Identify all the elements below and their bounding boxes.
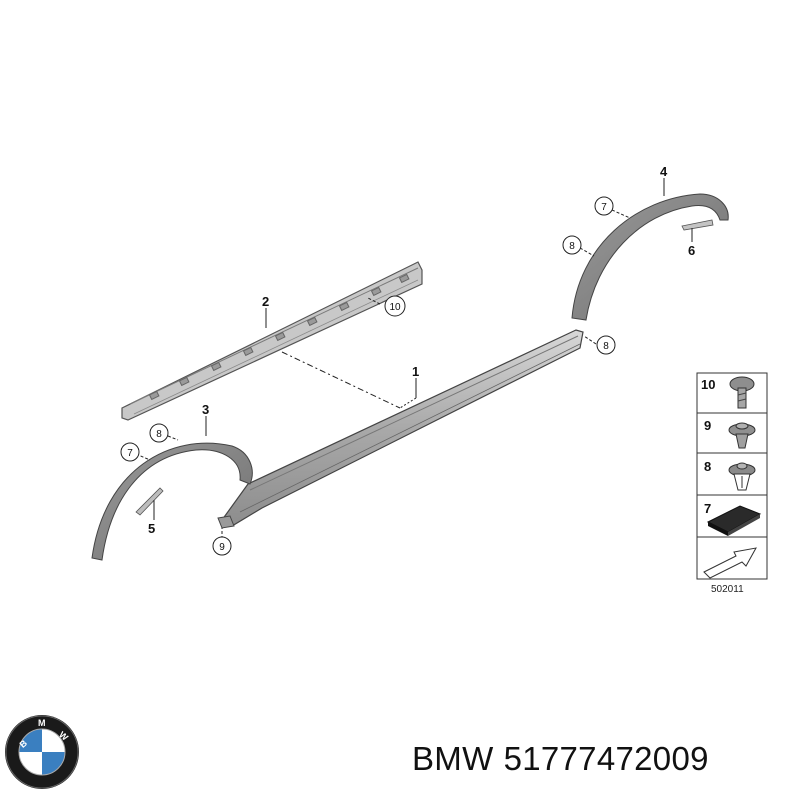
push-clip-icon — [728, 462, 756, 491]
callout-5: 5 — [148, 521, 155, 536]
bolt-icon — [729, 376, 755, 409]
diagram-reference: 502011 — [711, 584, 744, 595]
callout-8-sill: 8 — [603, 341, 609, 352]
bmw-logo: B M W — [5, 715, 79, 789]
callout-9: 9 — [219, 542, 225, 553]
callout-3: 3 — [202, 402, 209, 417]
svg-text:B: B — [18, 738, 30, 750]
callout-7-front: 7 — [127, 448, 133, 459]
callout-6: 6 — [688, 243, 695, 258]
circled-callouts — [120, 196, 616, 556]
trim-strip-6 — [681, 219, 714, 231]
legend-number-7: 7 — [704, 501, 711, 516]
legend-number-10: 10 — [701, 377, 715, 392]
side-skirt — [217, 329, 584, 529]
svg-text:M: M — [38, 718, 46, 728]
rear-wheel-arch-trim — [571, 193, 729, 321]
callout-1: 1 — [412, 364, 419, 379]
callout-4: 4 — [660, 164, 668, 179]
expanding-clip-icon — [728, 422, 756, 449]
callout-8-rear: 8 — [569, 241, 575, 252]
callout-2: 2 — [262, 294, 269, 309]
arrow-icon — [703, 547, 757, 579]
legend-number-9: 9 — [704, 418, 711, 433]
caption-brand: BMW — [412, 740, 494, 777]
leader-lines — [135, 178, 693, 544]
caption-part-number: 51777472009 — [503, 740, 709, 777]
adhesive-pad-icon — [706, 505, 762, 536]
legend-number-8: 8 — [704, 459, 711, 474]
front-wheel-arch-trim — [91, 442, 253, 561]
callout-7-rear: 7 — [601, 202, 607, 213]
fastener-legend: 10 9 8 7 — [696, 372, 768, 580]
trim-strip-5 — [135, 487, 164, 516]
callout-10: 10 — [389, 302, 401, 313]
mounting-rail — [121, 261, 423, 421]
callout-8-front: 8 — [156, 429, 162, 440]
